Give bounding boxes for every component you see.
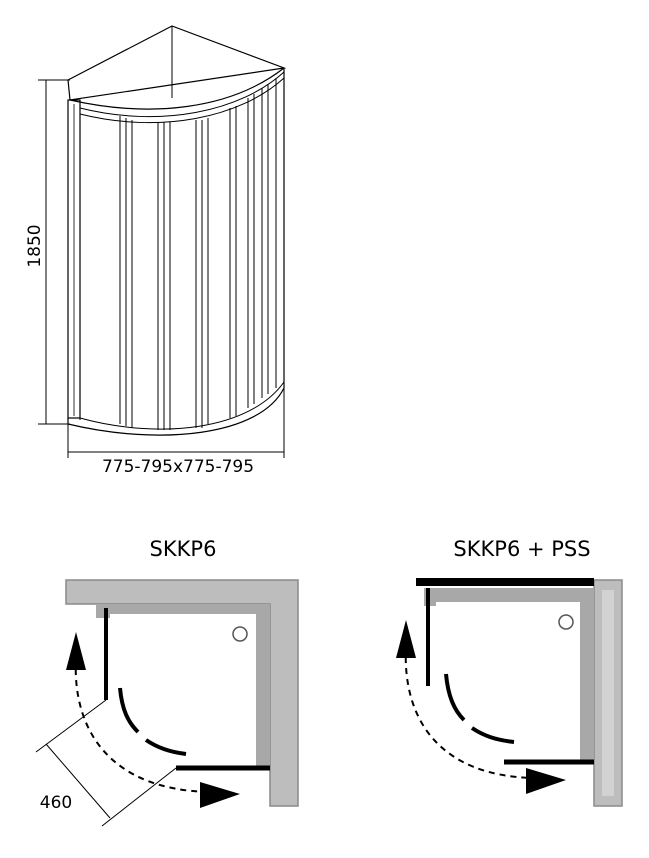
drain-icon-right [558, 614, 574, 630]
side-panel-pss [416, 578, 594, 586]
height-label: 1850 [25, 224, 45, 267]
plan-title-skkp6: SKKP6 [150, 537, 217, 561]
enclosure-top-curve [69, 67, 285, 110]
wall-corner [65, 579, 299, 807]
arrow-right-icon [200, 782, 240, 808]
width-dimension: 775-795x775-795 [67, 388, 285, 477]
arrow-up-icon-right [396, 620, 416, 658]
sliding-door-1 [118, 687, 140, 734]
drain-icon [232, 626, 248, 642]
enclosure-3d-drawing: 1850 775-795x775-795 [25, 25, 287, 477]
enclosure-door-panels [79, 68, 285, 430]
height-dimension: 1850 [25, 79, 70, 425]
enclosure-top [67, 25, 287, 101]
arrow-right-icon-right [526, 768, 566, 794]
arrow-up-icon [66, 632, 86, 670]
sliding-door-2-right [470, 726, 515, 744]
enclosure-tray [67, 382, 285, 436]
plan-skkp6: SKKP6 460 [35, 537, 299, 827]
sliding-door-2 [144, 738, 187, 756]
door-opening-label: 460 [40, 793, 72, 813]
plan-title-skkp6-pss: SKKP6 + PSS [453, 537, 590, 561]
opening-path [74, 657, 211, 793]
opening-path-right [404, 645, 535, 779]
width-label: 775-795x775-795 [102, 457, 254, 477]
sliding-door-1-right [444, 673, 466, 722]
plan-skkp6-pss: SKKP6 + PSS [396, 537, 623, 807]
